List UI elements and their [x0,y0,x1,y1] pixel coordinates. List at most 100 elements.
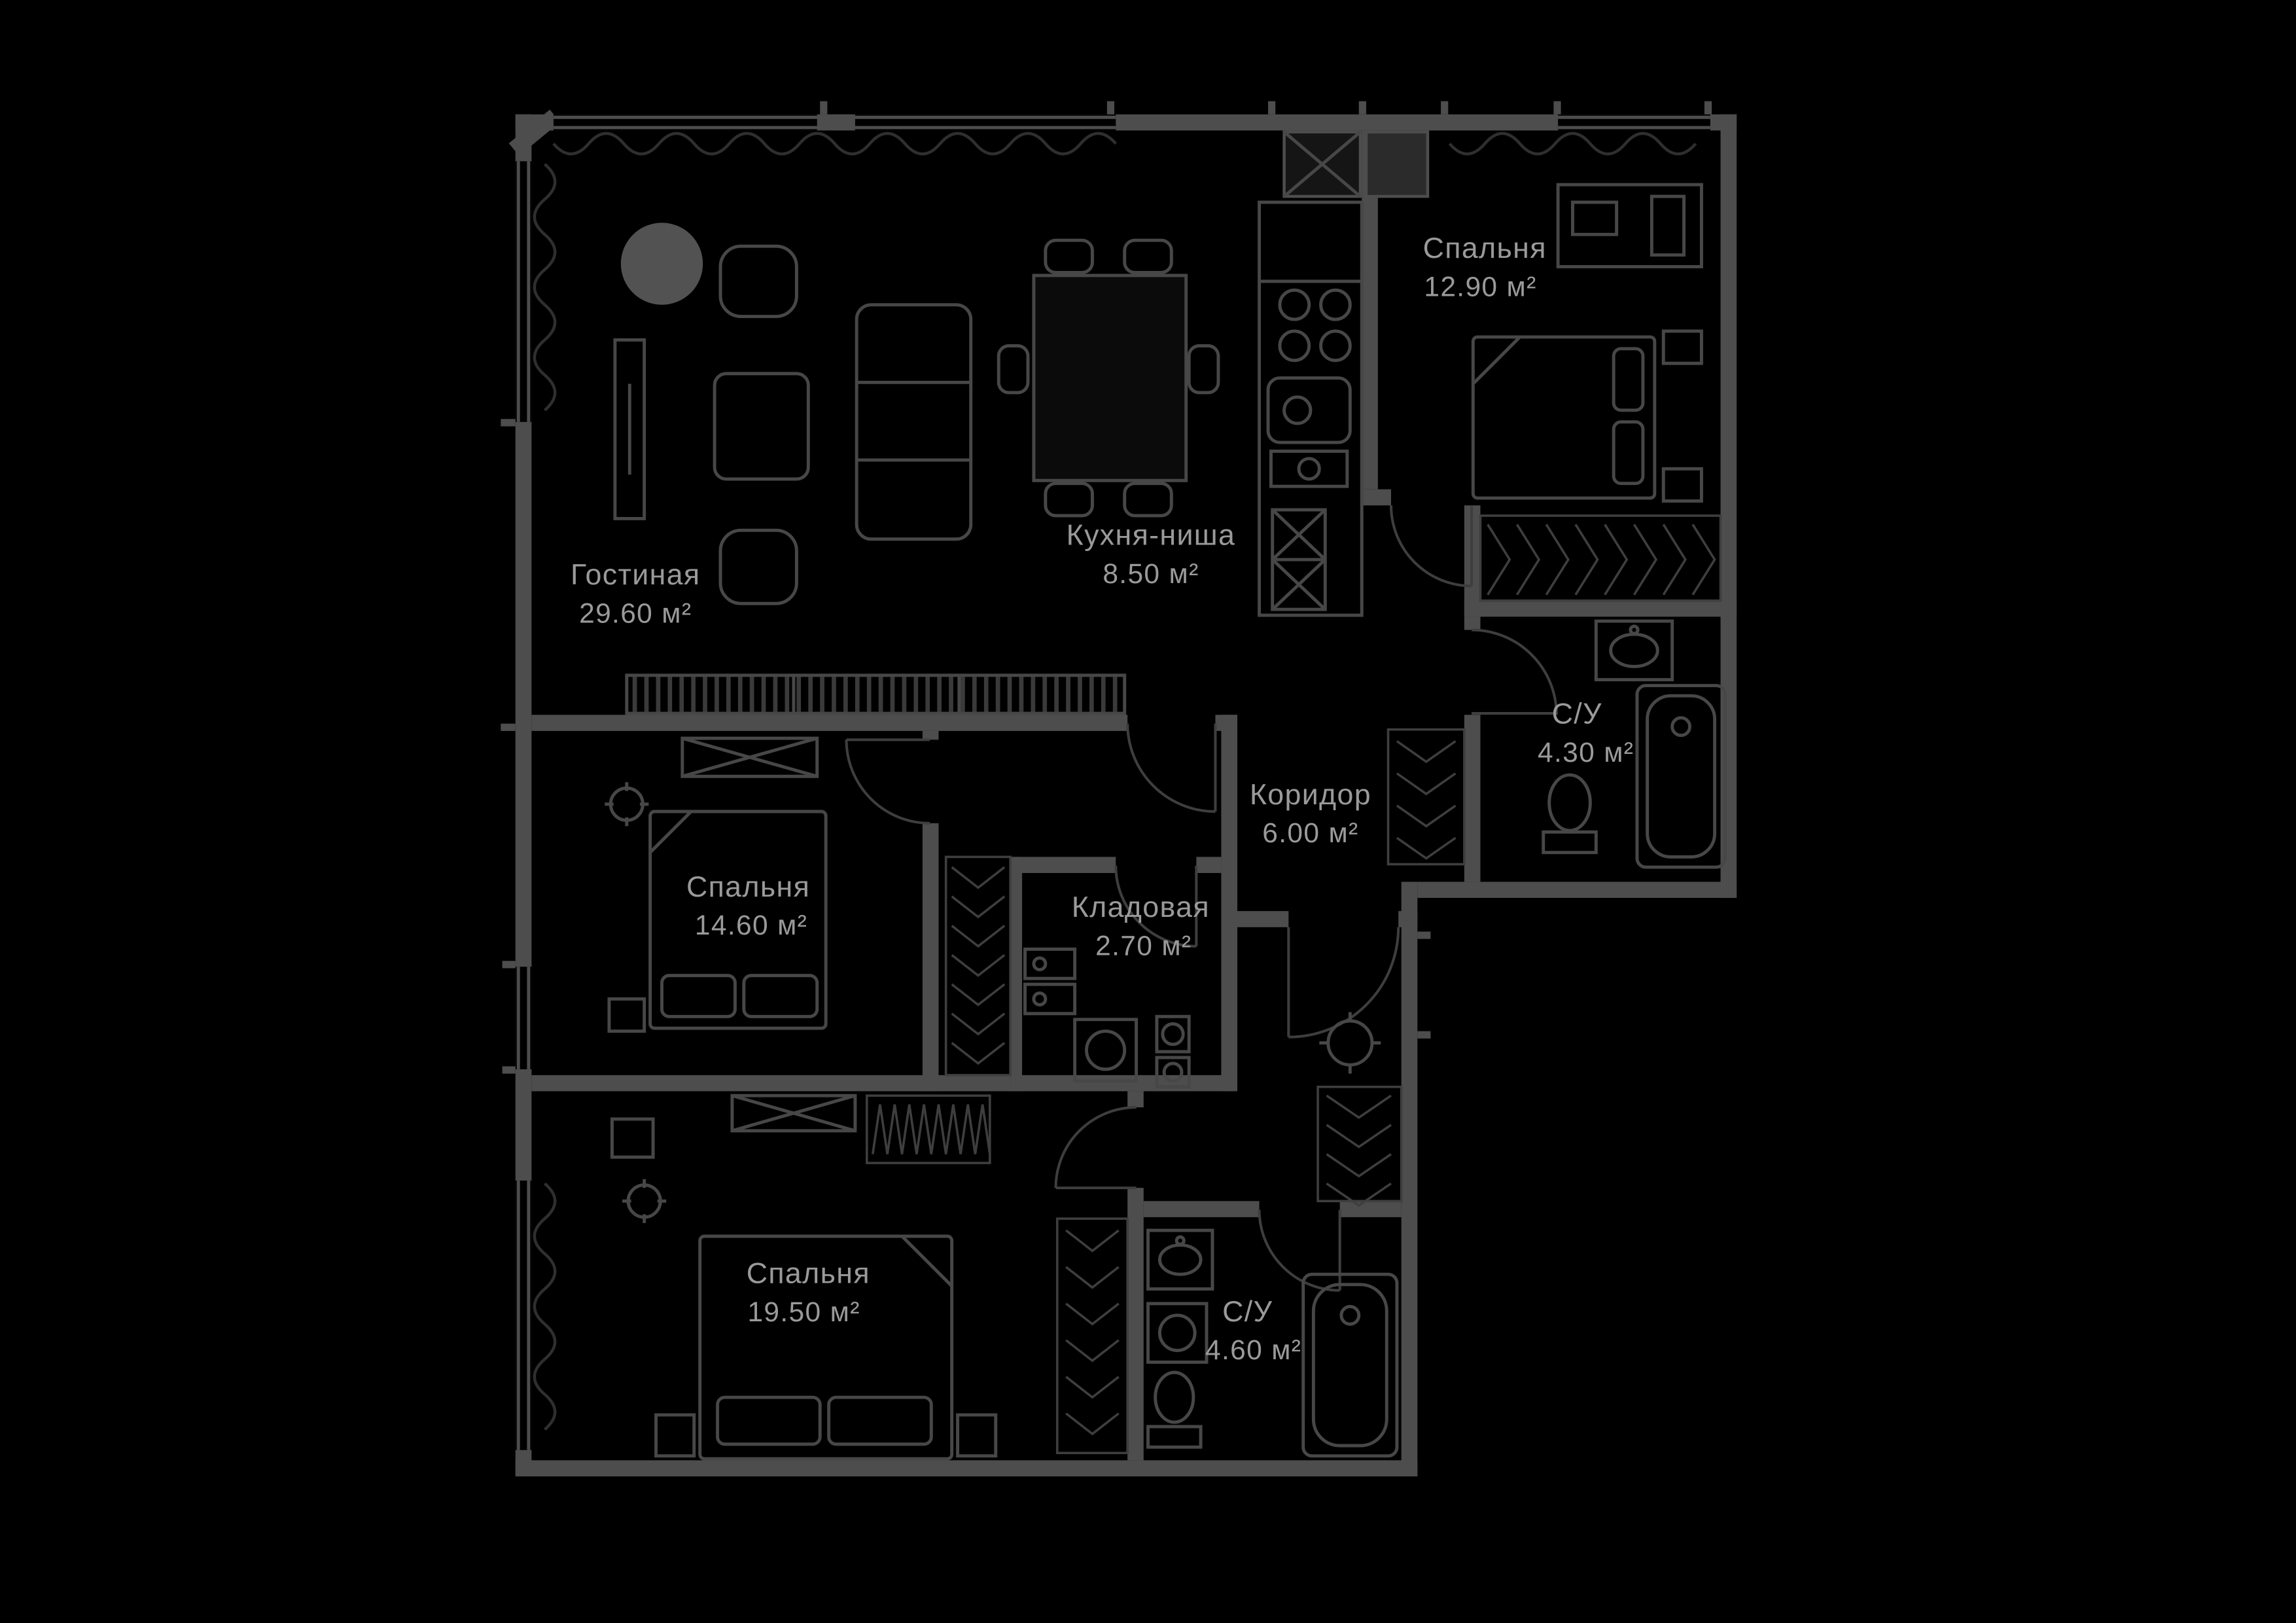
duct-block-icon [1364,130,1430,198]
pillow-icon [1612,347,1645,412]
wall-storage-top-b [1196,857,1222,873]
dresser-icon [680,736,819,778]
interior-walls [531,130,1737,1461]
kitchen-furniture [1258,200,1364,617]
dresser-icon [610,1117,655,1159]
nightstand-icon [654,1413,696,1458]
tick [501,419,516,427]
wall-storage-top-a [1010,857,1116,873]
pillow-icon [660,974,737,1018]
bench-icon [730,1094,857,1133]
dining-table-icon [1032,274,1188,482]
wall-corridor-left [1221,715,1238,1092]
tick [1553,101,1561,115]
room-name-bath2: С/У [1222,1295,1273,1328]
washing-machine-icon [1146,1302,1209,1364]
door-entry-arc [1288,927,1400,1039]
door-bedroom1-arc [1389,505,1472,588]
tick [1417,1031,1431,1039]
bathroom-2-fixtures [1146,1228,1399,1458]
room-name-living: Гостиная [571,558,701,591]
boiler-dial-icon [1161,1022,1185,1046]
room-name-corridor: Коридор [1250,778,1371,811]
toilet-tank-icon [1146,1425,1203,1449]
bathtub-inner-icon [1311,1283,1388,1448]
stove-burner-icon [1278,329,1311,363]
door-living-hall-arc [1126,723,1216,813]
room-area-bedroom3: 19.50 м² [747,1297,860,1328]
sink-drain-icon [1282,395,1313,425]
faucet-icon [1174,1235,1186,1246]
room-name-storage: Кладовая [1072,891,1210,923]
curtain-bedroom3-left [533,1182,557,1431]
hallway-fixtures [1316,1012,1403,1207]
room-area-storage: 2.70 м² [1095,931,1192,961]
dining-chair-icon [1123,482,1173,518]
room-name-bedroom1: Спальня [1423,232,1547,264]
shelf-icon [1023,982,1077,1016]
hall-closet-chevrons [1326,1094,1392,1207]
shelf-item-icon [1032,991,1048,1007]
ceiling-light-icon [626,1183,662,1219]
shoe-cabinet-chevrons [1396,740,1457,860]
dining-chair-icon [1123,238,1173,274]
boiler-icon [1155,1014,1191,1054]
kitchen-sink-icon [1266,376,1352,444]
wall-bath1-bottom [1417,882,1737,899]
tick [820,101,828,115]
bedroom-2-furniture [605,736,1012,1077]
shaft-blocks [1282,130,1430,198]
wall-bath1-left-a [1464,616,1481,630]
washing-machine-icon [1073,1018,1139,1083]
boiler-dial-icon [1162,1061,1184,1083]
tick [1358,101,1366,115]
bathtub-drain-icon [1339,1304,1361,1326]
washing-machine-drum-icon [1157,1313,1197,1353]
curtain-living-top [552,132,1117,156]
wall-bedroom3-right-b [1127,1188,1144,1461]
tick [1417,931,1431,939]
curtain-living-left [533,163,557,412]
hall-closet-outline [944,855,1012,1077]
armchair-icon [713,372,810,481]
tick [1106,101,1115,115]
washbasin-icon [1594,619,1674,682]
tick [501,723,516,731]
room-name-kitchen: Кухня-ниша [1067,519,1236,552]
dimension-ticks [501,101,1712,1039]
bed-icon [648,810,828,1030]
wall-corner-chamfer [508,109,560,156]
wall-bedroom1-bath1 [1464,600,1737,617]
wall-storage-left [1010,857,1023,1092]
pillow-icon [827,1395,933,1446]
pillow-icon [1612,420,1645,486]
wall-corridor-bottom-a [1237,911,1289,927]
door-bedroom3-arc [1054,1106,1137,1188]
wardrobe-hanger-chevrons [1487,524,1716,596]
cabinet-cross [1271,508,1326,561]
stove-burner-icon [1278,288,1311,321]
doors [845,505,1558,1292]
wall-bedroom3-right-a [1127,1091,1144,1108]
toilet-tank-icon [1542,830,1598,855]
room-area-corridor: 6.00 м² [1262,818,1358,849]
wall-bedroom2-bedroom3 [531,1075,1011,1092]
armchair-icon [718,244,798,319]
curtain-bedroom1-top [1448,132,1697,156]
chair-icon [718,528,798,605]
tick [1704,101,1712,115]
bedroom-3-furniture [610,1094,1129,1461]
room-area-bath2: 4.60 м² [1205,1335,1301,1366]
faucet-icon [1629,624,1640,635]
wall-bath2-top-b [1339,1201,1402,1217]
wall-bedroom2-right-b [922,823,939,1092]
toilet-bowl-icon [1547,773,1592,832]
room-labels: Гостиная 29.60 м² Кухня-ниша 8.50 м² Спа… [571,232,1633,1366]
bed-icon [698,1234,954,1461]
desk-item-icon [1571,200,1619,236]
washbasin-bowl-icon [1157,1243,1203,1276]
washbasin-bowl-icon [1609,632,1659,668]
rug-circle [620,223,703,305]
kitchen-counter-icon [1258,200,1364,617]
